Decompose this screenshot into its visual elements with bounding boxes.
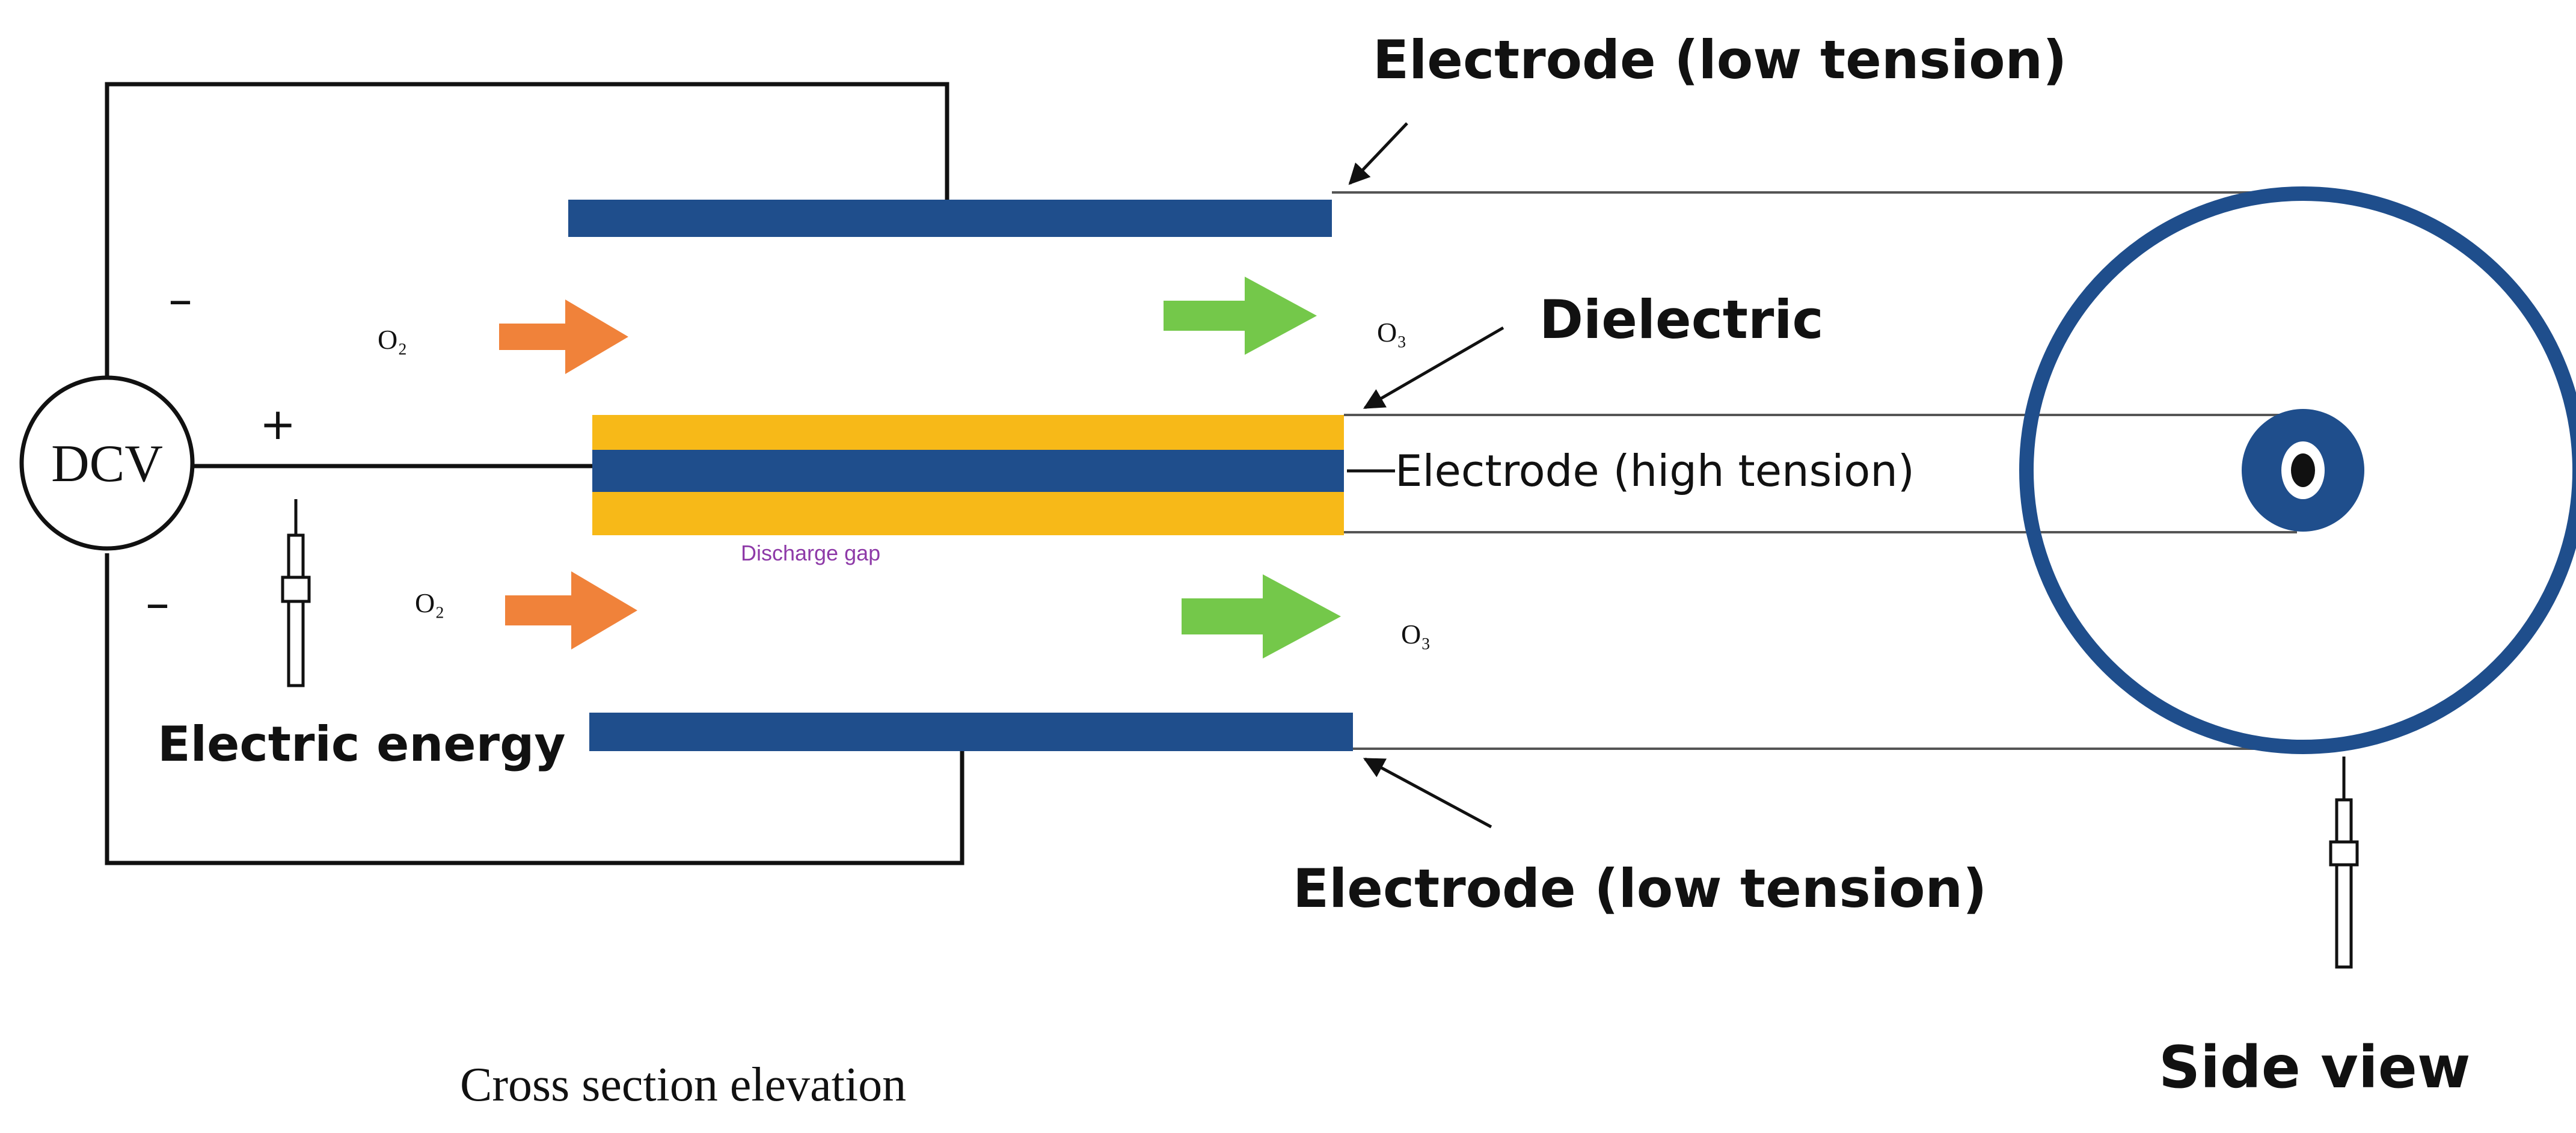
- side-view-cross-section: [2019, 186, 2576, 754]
- label-electrode-low-bottom: Electrode (low tension): [1293, 858, 1987, 920]
- label-side-view: Side view: [2159, 1034, 2471, 1101]
- minus-sign-top: –: [168, 271, 192, 327]
- dc-voltage-source: DCV: [19, 375, 195, 551]
- label-electrode-high: Electrode (high tension): [1395, 446, 1915, 496]
- circuit-wiring: [105, 82, 964, 865]
- o2-label-top: O₂: [378, 324, 407, 355]
- o2-arrow-top: [499, 299, 628, 374]
- bottom-wire: [105, 553, 964, 865]
- projection-lines: [1332, 191, 2303, 750]
- electrode-low-bottom: [589, 713, 1353, 751]
- o2-arrow-bottom: [505, 571, 637, 649]
- discharge-gap-label: Discharge gap: [741, 541, 880, 565]
- o3-arrow-top: [1164, 277, 1317, 355]
- electrode-low-top: [568, 200, 1332, 237]
- label-electric-energy: Electric energy: [158, 716, 565, 772]
- leader-electrode-low-top: [1348, 122, 1408, 185]
- label-cross-section: Cross section elevation: [460, 1058, 906, 1111]
- side-view-probe: [2329, 757, 2359, 969]
- o3-arrow-bottom: [1182, 574, 1341, 659]
- o2-label-bottom: O₂: [415, 588, 444, 618]
- dcv-label: DCV: [51, 435, 163, 493]
- o3-label-bottom: O₃: [1401, 619, 1431, 649]
- electrode-high-tension: [592, 450, 1344, 492]
- top-wire: [105, 82, 949, 421]
- label-electrode-low-top: Electrode (low tension): [1373, 29, 2067, 91]
- minus-sign-bottom: –: [146, 575, 170, 631]
- electric-energy-probe: [281, 499, 311, 687]
- leader-dielectric: [1363, 326, 1504, 410]
- leader-electrode-low-bottom: [1363, 757, 1492, 829]
- label-dielectric: Dielectric: [1539, 289, 1824, 351]
- plus-sign: +: [260, 399, 296, 449]
- o3-label-top: O₃: [1377, 317, 1406, 348]
